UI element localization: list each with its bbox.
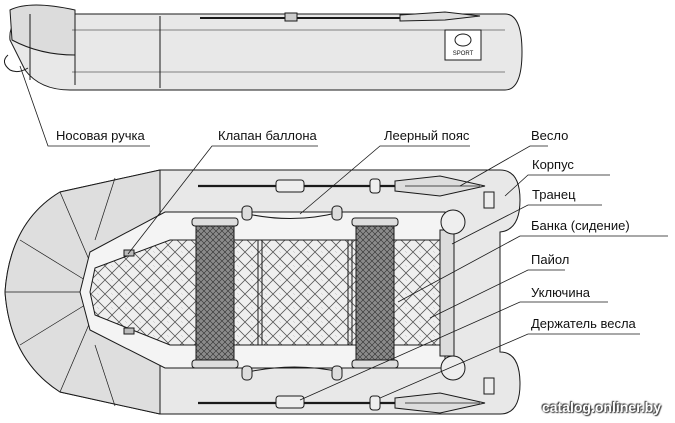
label-valve: Клапан баллона xyxy=(218,128,317,143)
bow-handle-shape xyxy=(4,54,29,73)
label-floor: Пайол xyxy=(531,252,570,267)
side-tube xyxy=(9,13,523,91)
logo-text: SPORT xyxy=(453,51,474,57)
lifeline-rope xyxy=(247,211,341,219)
brand-logo xyxy=(444,29,482,61)
seat-rear xyxy=(355,221,395,365)
label-bow-handle: Носовая ручка xyxy=(56,128,145,143)
label-hull: Корпус xyxy=(532,157,574,172)
label-oar: Весло xyxy=(531,128,569,143)
oarlock-top xyxy=(275,179,305,193)
label-lifeline: Леерный пояс xyxy=(384,128,470,143)
label-transom: Транец xyxy=(532,187,576,202)
oarlock-bottom xyxy=(275,395,305,409)
watermark: catalog.onliner.by xyxy=(541,399,661,415)
label-oar-holder: Держатель весла xyxy=(531,316,636,331)
label-seat: Банка (сидение) xyxy=(531,218,630,233)
label-oarlock: Уключина xyxy=(531,285,591,300)
leader-lines xyxy=(19,65,668,401)
top-view xyxy=(4,169,521,415)
seat-front xyxy=(195,221,235,365)
side-view: SPORT xyxy=(4,4,523,91)
